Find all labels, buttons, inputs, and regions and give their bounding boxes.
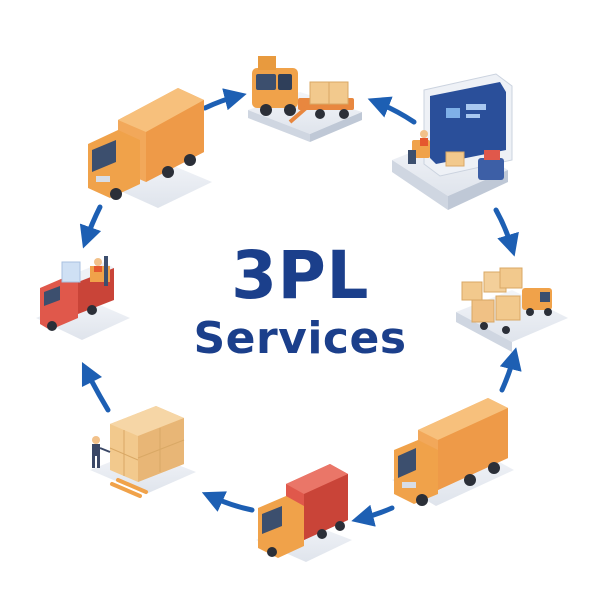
cycle-arrows [79, 88, 522, 527]
title-sub: Services [193, 313, 407, 364]
red-container-truck-icon [256, 464, 352, 562]
warehouse-screen-forklift-icon [392, 73, 513, 210]
arrow-top-right-to-top [367, 96, 417, 125]
arrow-right-down [493, 207, 519, 257]
arrow-bottom-right [351, 504, 395, 527]
arrow-left-up [81, 361, 111, 413]
arrow-bottom-left [201, 491, 255, 513]
cargo-truck-icon [88, 88, 212, 208]
pallet-worker-icon [90, 406, 196, 498]
arrow-right-up [499, 347, 522, 393]
arrow-left-down [79, 204, 103, 249]
forklift-truck-icon [36, 256, 130, 340]
stacked-boxes-truck-icon [456, 267, 568, 352]
title-main: 3PL [231, 237, 369, 314]
box-truck-icon [392, 398, 514, 506]
arrow-top-left-to-top [202, 88, 247, 111]
truck-trailer-boxes-icon [248, 56, 362, 142]
